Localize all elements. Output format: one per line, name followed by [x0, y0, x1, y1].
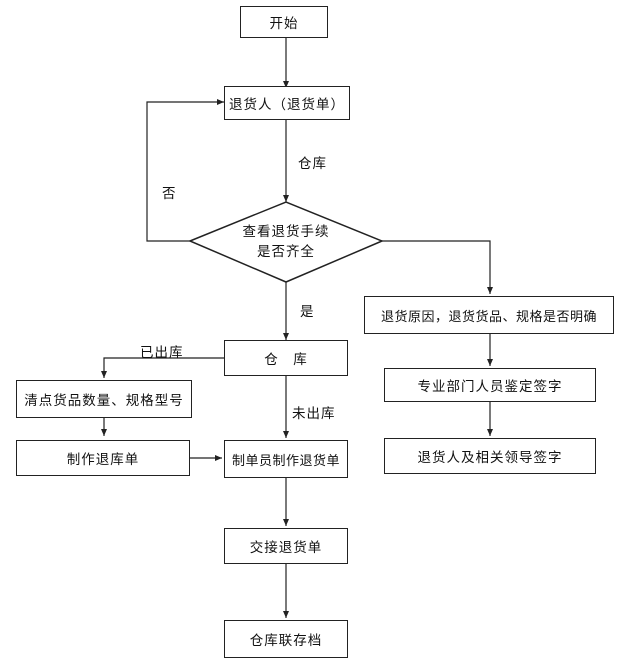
count-goods-node: 清点货品数量、规格型号	[16, 380, 192, 418]
decision-diamond	[188, 201, 384, 283]
decision-line-1: 查看退货手续	[242, 224, 330, 240]
dept-sign-node: 专业部门人员鉴定签字	[384, 368, 596, 402]
label-yes: 是	[300, 304, 315, 320]
arrow-decision-to-reason	[382, 240, 493, 294]
decision-line-2: 是否齐全	[257, 244, 315, 260]
reason-check-node: 退货原因，退货货品、规格是否明确	[364, 296, 614, 334]
handover-node: 交接退货单	[224, 528, 348, 564]
label-to-warehouse: 仓库	[298, 156, 327, 172]
decision-text: 查看退货手续 是否齐全	[216, 222, 356, 262]
arrow-no-loop	[146, 99, 224, 242]
archive-node: 仓库联存档	[224, 620, 348, 658]
warehouse-node: 仓 库	[224, 340, 348, 376]
clerk-make-note-node: 制单员制作退货单	[224, 440, 348, 478]
leader-sign-node: 退货人及相关领导签字	[384, 438, 596, 474]
make-return-note-node: 制作退库单	[16, 440, 190, 476]
label-not-shipped: 未出库	[292, 406, 336, 422]
arrow-warehouse-to-count	[101, 357, 224, 378]
label-shipped: 已出库	[140, 345, 184, 361]
start-node: 开始	[240, 6, 328, 38]
label-no: 否	[162, 186, 177, 202]
returner-form-node: 退货人（退货单）	[224, 86, 350, 120]
